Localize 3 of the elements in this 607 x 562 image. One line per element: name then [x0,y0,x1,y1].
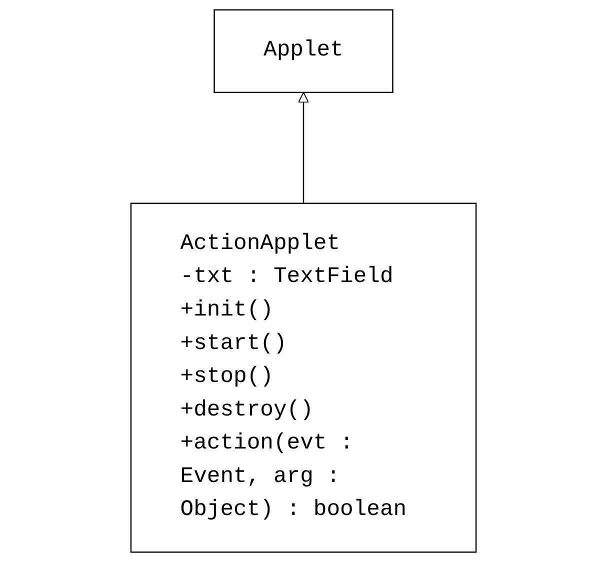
node-box [130,202,477,553]
arrow [298,92,309,204]
node-box [214,9,394,94]
